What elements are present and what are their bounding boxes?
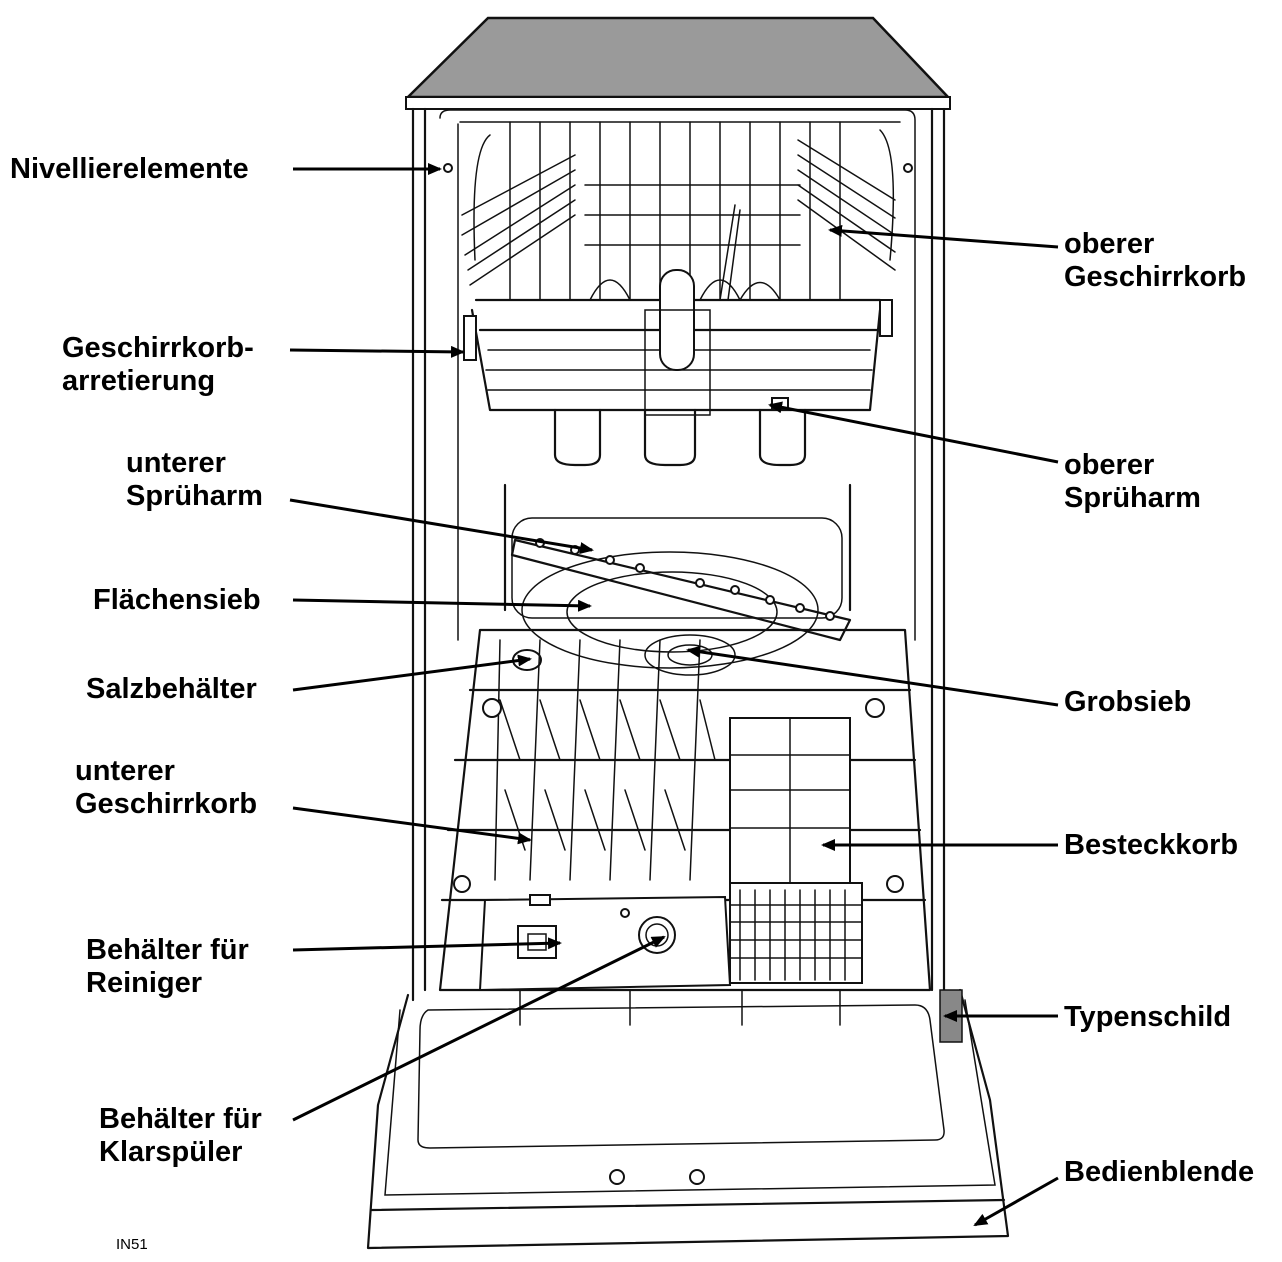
label-oberer-geschirrkorb: oberer Geschirrkorb (1064, 228, 1247, 293)
back-wall-fins (553, 408, 807, 467)
cabinet (411, 107, 946, 1002)
basket-latch-right (879, 299, 893, 337)
upper-basket (461, 129, 896, 416)
door (366, 988, 1010, 1250)
label-oberer-spruharm: oberer Sprüharm (1064, 449, 1201, 514)
label-behalter-klarspuler: Behälter für Klarspüler (99, 1103, 262, 1168)
label-nivellierelemente: Nivellierelemente (10, 153, 249, 185)
coarse-filter (644, 634, 736, 676)
figure-code: IN51 (116, 1236, 148, 1253)
lower-spray-arm (510, 538, 852, 642)
label-unterer-spruharm: unterer Sprüharm (126, 447, 263, 512)
leveling-foot-left (443, 163, 453, 173)
worktop (404, 16, 951, 110)
back-wall-rods (509, 121, 841, 301)
lower-basket (438, 628, 932, 1026)
label-unterer-geschirrkorb: unterer Geschirrkorb (75, 755, 258, 820)
label-typenschild: Typenschild (1064, 1001, 1232, 1033)
label-besteckkorb: Besteckkorb (1064, 829, 1239, 861)
cutlery-basket (729, 717, 863, 984)
leveling-foot-right (903, 163, 913, 173)
upper-spray-arm-tube (659, 269, 695, 371)
label-flachensieb: Flächensieb (93, 584, 261, 616)
label-salzbehalter: Salzbehälter (86, 673, 257, 705)
flat-filter (521, 551, 819, 669)
pointer-arrows (289, 163, 1059, 1227)
basket-latch-left (463, 315, 477, 361)
label-geschirrkorbarretierung: Geschirrkorb- arretierung (62, 332, 254, 397)
label-grobsieb: Grobsieb (1064, 686, 1192, 718)
label-bedienblende: Bedienblende (1064, 1156, 1255, 1188)
label-behalter-reiniger: Behälter für Reiniger (86, 934, 249, 999)
lower-spray-area (503, 483, 852, 676)
dispenser-panel (478, 894, 732, 992)
